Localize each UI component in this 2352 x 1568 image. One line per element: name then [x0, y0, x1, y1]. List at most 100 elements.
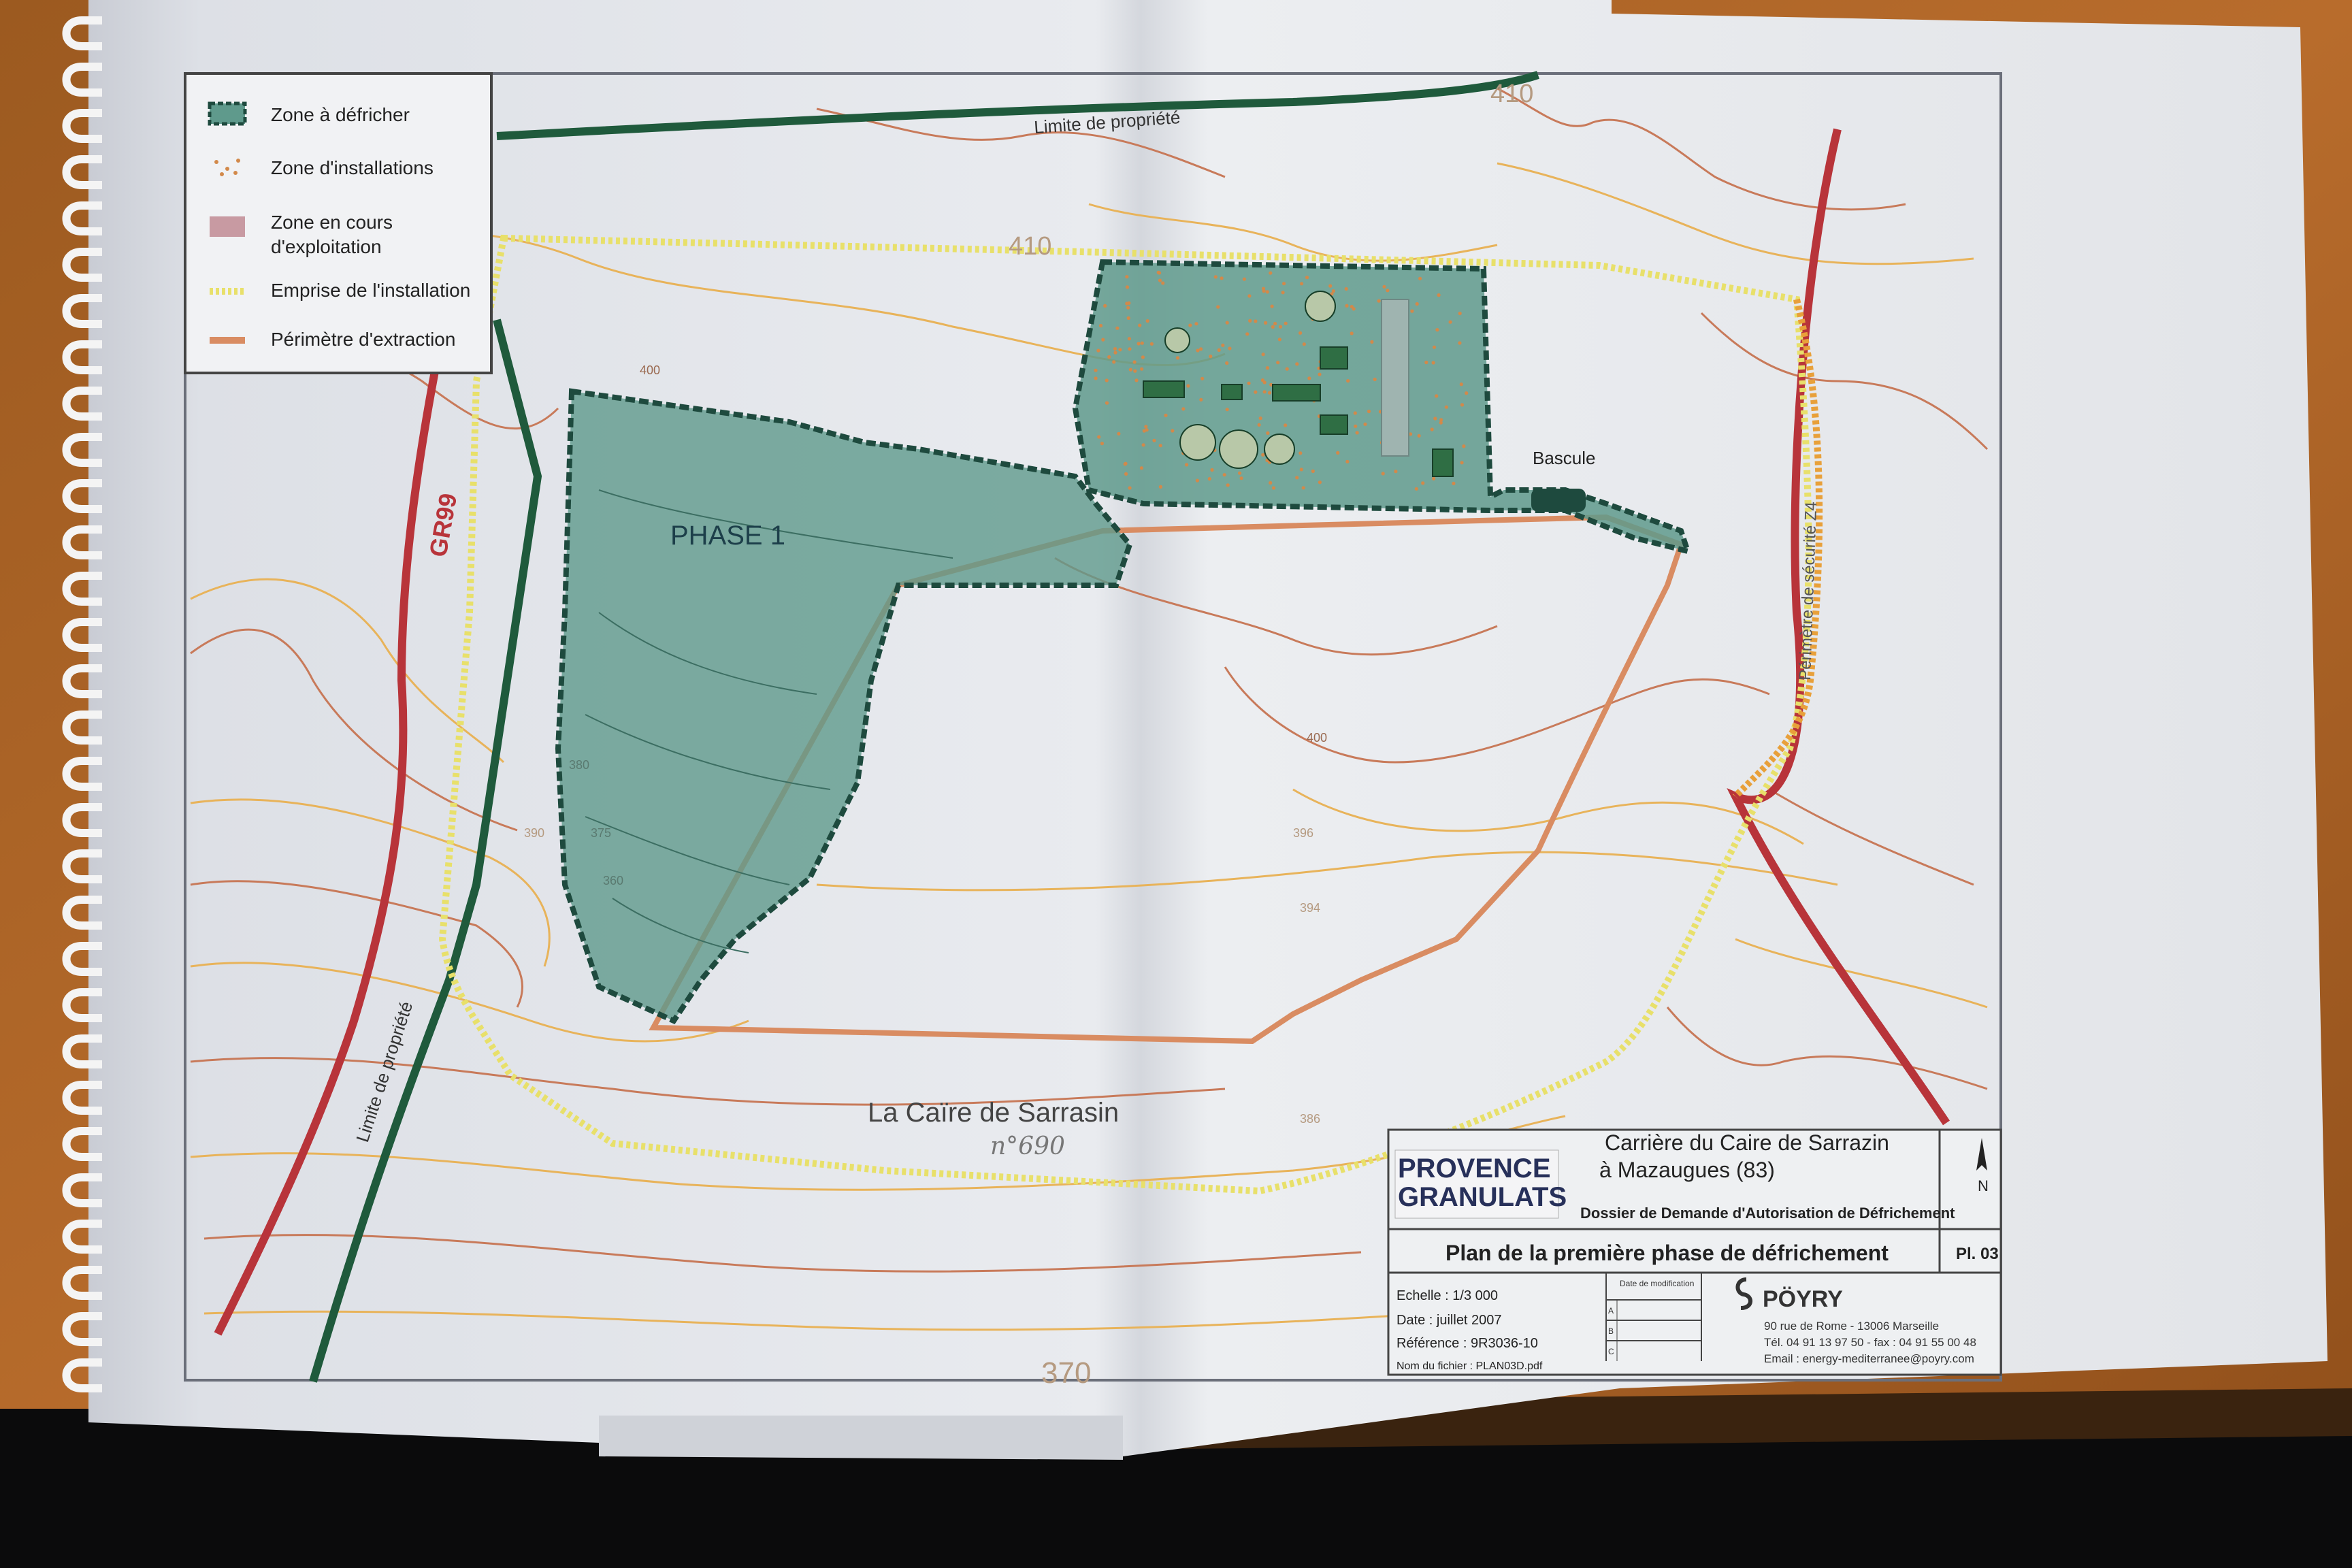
installation-dot [1424, 360, 1428, 365]
contour-line [190, 578, 505, 764]
contour-label-375: 375 [591, 826, 611, 840]
installation-dot [1144, 425, 1148, 429]
installation-dot [1118, 348, 1122, 352]
installation-dot [1140, 367, 1144, 371]
engineer-name: PÖYRY [1763, 1286, 1843, 1312]
installation-dot [1225, 361, 1229, 365]
installation-dot [1262, 289, 1266, 293]
binder-ring [62, 757, 102, 791]
installation-dot [1125, 275, 1129, 279]
installation-dot [1158, 444, 1162, 448]
installation-dot [1345, 304, 1349, 308]
installation-dot [1345, 459, 1350, 463]
project-title-2: à Mazaugues (83) [1599, 1158, 1775, 1182]
installation-dot [1373, 377, 1377, 382]
project-title-1: Carrière du Caire de Sarrazin [1605, 1130, 1889, 1155]
installation-dot [1386, 289, 1390, 293]
installation-dot [1161, 281, 1165, 285]
legend-label-exploitation-2: d'exploitation [271, 236, 382, 257]
installation-dot [1452, 481, 1456, 486]
company-logo-line2: GRANULATS [1398, 1182, 1567, 1212]
installation-dot [1367, 409, 1371, 414]
binder-ring [62, 294, 102, 328]
installation-dot [1301, 486, 1305, 490]
installation-dot [1097, 435, 1101, 439]
legend-swatch-installations [214, 159, 240, 176]
installation-dot [1098, 323, 1103, 328]
installation-dot [1435, 328, 1439, 332]
installation-dot [1221, 343, 1225, 347]
contour-label-396: 396 [1293, 826, 1313, 840]
contour-line [1088, 203, 1498, 262]
contour-line [1700, 312, 1989, 451]
installation-dot [1254, 390, 1258, 394]
installation-dot [1113, 350, 1117, 355]
installation-dot [1282, 282, 1286, 286]
dossier-label: Dossier de Demande d'Autorisation de Déf… [1580, 1205, 1955, 1222]
north-arrow-icon [1976, 1138, 1987, 1171]
installation-dot [1103, 304, 1107, 308]
installation-dot [1262, 390, 1267, 394]
installation-dot [1352, 307, 1356, 311]
binder-ring [62, 710, 102, 745]
installation-dot [1281, 291, 1285, 295]
contour-line [1735, 938, 1988, 1009]
security-perimeter [1733, 298, 1823, 799]
installation-dot [1432, 345, 1437, 349]
engineer-email: Email : energy-mediterranee@poyry.com [1764, 1352, 1974, 1365]
installation-dot [1261, 353, 1265, 357]
contour-label-400-a: 400 [640, 363, 660, 377]
installation-dot [1330, 292, 1334, 296]
installation-dot [1462, 444, 1466, 448]
installation-dot [1200, 376, 1205, 380]
installation-dot [1350, 331, 1354, 336]
legend-label-emprise: Emprise de l'installation [271, 280, 470, 301]
property-line-left [309, 318, 542, 1383]
installation-dot [1141, 355, 1145, 359]
title-block: PROVENCE GRANULATS Carrière du Caire de … [1387, 1128, 2002, 1376]
installation-dot [1209, 355, 1213, 359]
contour-label-394: 394 [1300, 901, 1320, 915]
installation-dot [1113, 346, 1117, 351]
installation-dot [1216, 305, 1220, 309]
installation-dot [1210, 468, 1214, 472]
installation-dot [1257, 423, 1261, 427]
extraction-perimeter [649, 514, 1685, 1045]
contour-line [203, 1310, 1430, 1331]
installation-dot [1139, 466, 1143, 470]
installation-dot [1311, 469, 1315, 474]
installation-dot [1460, 403, 1465, 407]
modification-row-c: C [1608, 1347, 1614, 1356]
installation-dot [1225, 321, 1229, 325]
installation-dot [1107, 355, 1111, 359]
bascule-label: Bascule [1533, 448, 1596, 468]
installation-dot [1134, 378, 1139, 382]
installation-buildings [1143, 291, 1454, 477]
installation-dot [1271, 486, 1276, 490]
installation-dot [1141, 443, 1145, 447]
installation-dot [1260, 378, 1264, 382]
binder-ring [62, 433, 102, 467]
installation-dot [1133, 369, 1137, 373]
binder-ring [62, 664, 102, 698]
installation-dot [1101, 338, 1105, 342]
installation-dot [1149, 342, 1154, 346]
phase1-contours [585, 489, 953, 953]
plan-number: Pl. 03 [1956, 1245, 1999, 1263]
contour-label-410-top: 410 [1490, 80, 1533, 108]
north-label: N [1978, 1177, 1989, 1194]
installation-dot [1186, 384, 1190, 388]
installation-dot [1270, 304, 1274, 308]
installation-dot [1271, 325, 1275, 329]
contour-line [1666, 1007, 1988, 1090]
installation-dot [1117, 431, 1121, 436]
installation-dot [1245, 332, 1250, 336]
installation-dot [1266, 431, 1270, 436]
engineer-address: 90 rue de Rome - 13006 Marseille [1764, 1320, 1939, 1333]
binder-ring [62, 988, 102, 1022]
contour-line [190, 880, 523, 1008]
scale-text: Echelle : 1/3 000 [1396, 1288, 1498, 1303]
installation-dot [1248, 318, 1252, 323]
installation-dot [1410, 309, 1414, 313]
installation-dot [1145, 428, 1149, 432]
